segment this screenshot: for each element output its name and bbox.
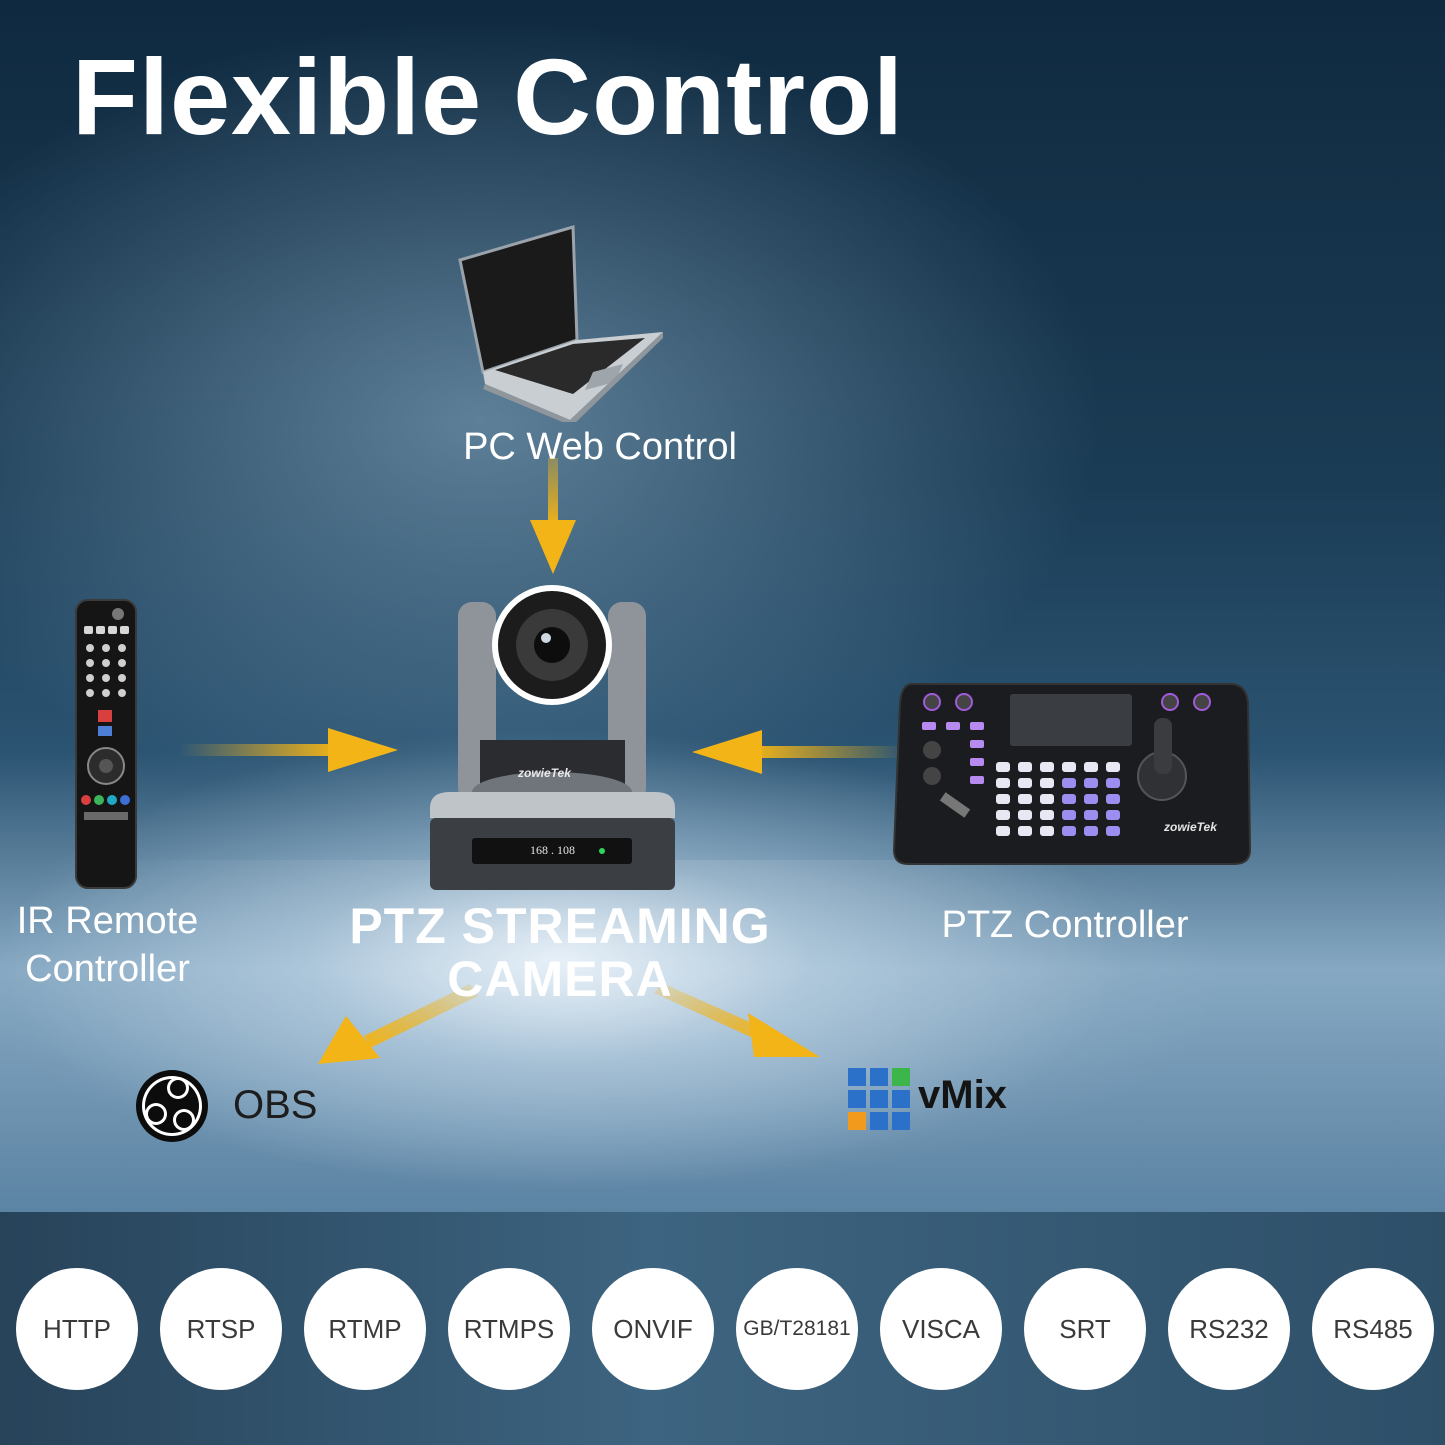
floor-glow — [0, 860, 1445, 1212]
vmix-label: vMix — [918, 1073, 1007, 1117]
arrow-down-icon — [530, 458, 576, 574]
arrow-down-right-icon — [654, 985, 820, 1057]
ptz-controller-label: PTZ Controller — [941, 904, 1189, 946]
protocol-rtsp: RTSP — [160, 1268, 282, 1390]
ptz-streaming-camera-label: PTZ STREAMING CAMERA — [330, 900, 790, 1005]
ir-remote-label-line1: IR Remote — [16, 900, 199, 942]
protocol-rtmp: RTMP — [304, 1268, 426, 1390]
ptz-camera: zowieTek 168 . 108 — [420, 580, 685, 895]
ptz-controller-icon — [892, 683, 1252, 865]
protocol-http: HTTP — [16, 1268, 138, 1390]
protocol-rs232: RS232 — [1168, 1268, 1290, 1390]
protocol-rs485: RS485 — [1312, 1268, 1434, 1390]
protocol-gbt28181: GB/T28181 — [736, 1268, 858, 1390]
protocol-onvif: ONVIF — [592, 1268, 714, 1390]
ptz-camera-icon — [430, 585, 675, 890]
laptop-icon — [458, 225, 663, 422]
ir-remote-icon — [75, 599, 137, 889]
camera-label-line1: PTZ STREAMING — [349, 898, 771, 954]
ir-remote-label: IR Remote Controller — [0, 898, 215, 993]
arrow-right-icon — [180, 728, 398, 772]
obs-label: OBS — [233, 1083, 318, 1127]
arrow-left-icon — [692, 730, 907, 774]
protocol-rtmps: RTMPS — [448, 1268, 570, 1390]
arrow-down-left-icon — [318, 984, 478, 1064]
page-title: Flexible Control — [72, 36, 905, 157]
camera-label-line2: CAMERA — [447, 950, 673, 1007]
camera-brand-label: zowieTek — [518, 766, 571, 780]
camera-display-readout: 168 . 108 — [530, 843, 575, 857]
protocol-srt: SRT — [1024, 1268, 1146, 1390]
obs-logo-icon — [136, 1070, 208, 1142]
controller-brand-label: zowieTek — [1164, 820, 1217, 834]
vmix-grid-icon — [848, 1068, 910, 1130]
ir-remote-label-line2: Controller — [25, 947, 190, 990]
protocol-visca: VISCA — [880, 1268, 1002, 1390]
pc-web-control-label: PC Web Control — [463, 426, 737, 468]
ptz-controller: zowieTek — [892, 680, 1252, 870]
